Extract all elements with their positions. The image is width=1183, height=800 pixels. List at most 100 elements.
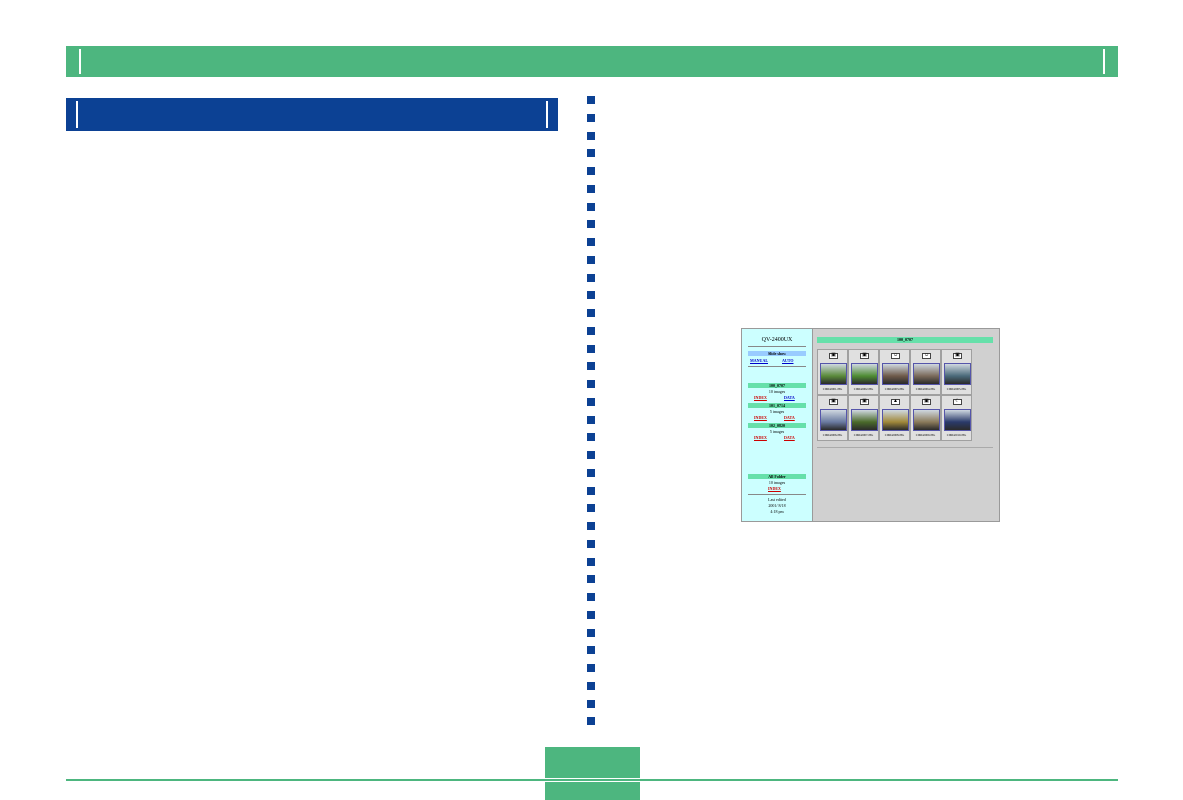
browser-screenshot: QV-2400UX Slide show MANUAL AUTO 100_070… [741, 328, 1000, 522]
camera-model: QV-2400UX [761, 337, 793, 343]
divider-square [587, 522, 595, 530]
camera-icon: ▣ [860, 399, 869, 405]
divider-square [587, 664, 595, 672]
header-band [66, 46, 1118, 77]
divider-square [587, 149, 595, 158]
divider-square [587, 96, 595, 104]
divider-square [587, 397, 595, 406]
divider-square [587, 291, 595, 300]
thumbnail-image[interactable] [913, 409, 940, 431]
slide-show-manual-link[interactable]: MANUAL [750, 358, 768, 363]
thumbnail-image[interactable] [882, 363, 909, 385]
divider-square [587, 628, 595, 637]
all-folder-count: 10 images [768, 480, 786, 485]
section-title-band [66, 98, 558, 131]
footer-rule [66, 779, 1118, 781]
thumbnail-image[interactable] [913, 363, 940, 385]
folder-1-count: 10 images [768, 389, 786, 394]
thumbnail-image[interactable] [851, 409, 878, 431]
camera-icon: ▣ [829, 353, 838, 359]
divider-square [587, 504, 595, 513]
divider-square [587, 167, 595, 175]
thumbnail-filename: CIMG0009.JPG [915, 433, 936, 437]
divider-square [587, 646, 595, 655]
screenshot-sidebar: QV-2400UX Slide show MANUAL AUTO 100_070… [742, 329, 813, 521]
thumbnail-cell[interactable]: ☺ CIMG0003.JPG [879, 349, 910, 395]
divider-square [587, 344, 595, 353]
divider-square [587, 131, 595, 140]
divider-square [587, 610, 595, 619]
folder-2-index-link[interactable]: INDEX [754, 415, 767, 420]
divider-square [587, 681, 595, 690]
all-folder-index-link[interactable]: INDEX [768, 486, 781, 491]
divider-square [587, 309, 595, 317]
slide-show-auto-link[interactable]: AUTO [782, 358, 794, 363]
folder-3-count: 5 images [769, 429, 785, 434]
thumbnail-filename: CIMG0005.JPG [946, 387, 967, 391]
page-number-tab-lower [545, 782, 640, 800]
divider-square [587, 415, 595, 424]
folder-3-header: 102_0820 [748, 423, 806, 428]
thumbnail-filename: CIMG0010.JPG [946, 433, 967, 437]
divider-square [587, 202, 595, 211]
thumbnail-cell[interactable]: ☺ CIMG0004.JPG [910, 349, 941, 395]
divider-square [587, 433, 595, 442]
divider-square [587, 539, 595, 548]
divider-square [587, 575, 595, 584]
thumbnail-image[interactable] [820, 363, 847, 385]
thumbnail-filename: CIMG0001.JPG [822, 387, 843, 391]
thumbnail-filename: CIMG0004.JPG [915, 387, 936, 391]
night-icon: ☾ [953, 399, 962, 405]
thumbnail-cell[interactable]: ▲CIMG0008.JPG [879, 395, 910, 441]
portrait-icon: ☺ [922, 353, 931, 359]
divider-square [587, 184, 595, 193]
thumbnail-image[interactable] [944, 409, 971, 431]
portrait-icon: ☺ [891, 353, 900, 359]
folder-2-data-link[interactable]: DATA [784, 415, 795, 420]
thumbnail-filename: CIMG0003.JPG [884, 387, 905, 391]
divider-square [587, 238, 595, 246]
last-edited-time: 4:18 pm [770, 509, 784, 514]
page-number-tab [545, 747, 640, 778]
thumbnail-cell[interactable]: ▣ CIMG0007.JPG [848, 395, 879, 441]
divider-square [587, 326, 595, 335]
divider-square [587, 362, 595, 371]
all-folder-header: All Folder [748, 474, 806, 479]
screenshot-main: 100_0707 ▣CIMG0001.JPG▣CIMG0002.JPG☺CIMG… [813, 329, 999, 521]
folder-1-header: 100_0707 [748, 383, 806, 388]
folder-3-data-link[interactable]: DATA [784, 435, 795, 440]
thumbnail-filename: CIMG0007.JPG [853, 433, 874, 437]
thumbnail-filename: CIMG0002.JPG [853, 387, 874, 391]
divider-square [587, 557, 595, 566]
divider-square [587, 255, 595, 264]
last-edited-date: 2001/ 8/18 [768, 503, 786, 508]
thumbnail-filename: CIMG0006.JPG [822, 433, 843, 437]
divider-square [587, 717, 595, 726]
thumbnail-cell[interactable]: ☾ CIMG0010.JPG [941, 395, 972, 441]
thumbnail-cell[interactable]: ▣ CIMG0006.JPG [817, 395, 848, 441]
folder-1-index-link[interactable]: INDEX [754, 395, 767, 400]
thumbnail-image[interactable] [944, 363, 971, 385]
thumbnail-image[interactable] [851, 363, 878, 385]
divider-square [587, 220, 595, 229]
thumbnail-cell[interactable]: ▣ CIMG0001.JPG [817, 349, 848, 395]
camera-icon: ▣ [953, 353, 962, 359]
divider-square [587, 468, 595, 477]
camera-icon: ▣ [922, 399, 931, 405]
thumbnail-cell[interactable]: ▣ CIMG0005.JPG [941, 349, 972, 395]
thumbnail-cell[interactable]: ▣CIMG0002.JPG [848, 349, 879, 395]
divider-square [587, 273, 595, 282]
divider-square [587, 380, 595, 388]
camera-icon: ▣ [829, 399, 838, 405]
divider-square [587, 113, 595, 122]
thumbnail-image[interactable] [882, 409, 909, 431]
current-folder-bar: 100_0707 [817, 337, 993, 343]
divider-square [587, 451, 595, 459]
folder-3-index-link[interactable]: INDEX [754, 435, 767, 440]
thumbnail-cell[interactable]: ▣ CIMG0009.JPG [910, 395, 941, 441]
thumbnail-image[interactable] [820, 409, 847, 431]
divider-square [587, 593, 595, 601]
folder-1-data-link[interactable]: DATA [784, 395, 795, 400]
last-edited-label: Last edited [768, 497, 786, 502]
landscape-icon: ▲ [891, 399, 900, 405]
